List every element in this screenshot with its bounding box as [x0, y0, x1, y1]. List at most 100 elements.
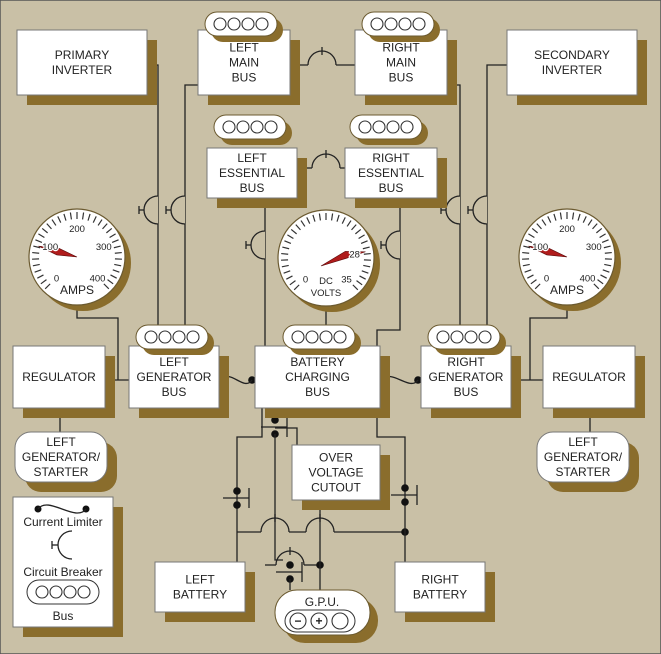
gauge-tick-label: 0: [303, 275, 308, 286]
box-label: LEFT: [568, 435, 598, 449]
gauge-tick: [351, 224, 357, 231]
gauge-tick: [595, 227, 603, 234]
legend-current-limiter-label: Current Limiter: [23, 515, 102, 529]
gauge-tick: [536, 223, 542, 230]
gauge-tick: [35, 239, 43, 244]
box-label: RIGHT: [421, 573, 459, 587]
wire: [275, 427, 298, 445]
gauge-tick: [295, 224, 301, 231]
gauge-tick: [281, 264, 289, 268]
gauge-tick: [63, 213, 67, 221]
gauge-tick: [282, 246, 290, 250]
circuit-breaker-icon: [250, 230, 266, 260]
gauge-tick-label: 200: [69, 224, 85, 235]
gauge-tick: [69, 212, 73, 220]
box-label: STARTER: [556, 465, 611, 479]
gpu-negative-terminal-icon: [289, 612, 307, 630]
gauge-tick: [287, 234, 294, 239]
gauge-tick-label: 200: [559, 224, 575, 235]
gauge-tick-label: 400: [580, 274, 596, 285]
legend-bus-label: Bus: [53, 609, 74, 623]
gauge-tick-label: 300: [586, 242, 602, 253]
gpu-positive-terminal-icon: [310, 612, 328, 630]
gauge-tick: [527, 274, 534, 279]
box-label: PRIMARY: [55, 48, 109, 62]
gauge-tick: [109, 233, 116, 238]
gauge-tick: [604, 263, 612, 267]
gauge-tick: [51, 219, 57, 226]
gauge-tick: [603, 245, 611, 249]
box-label: RIGHT: [372, 151, 410, 165]
wiring: [59, 47, 591, 590]
gauge-tick: [587, 219, 593, 226]
gauge-tick: [356, 280, 363, 286]
gauge-tick: [571, 212, 575, 220]
box-label: CHARGING: [285, 370, 350, 384]
gauge-unit: DC: [319, 276, 333, 287]
circuit-breaker-icon: [143, 195, 159, 225]
gauge-tick: [57, 216, 62, 223]
box-label: SECONDARY: [534, 48, 610, 62]
gauge-tick-label: 0: [544, 274, 549, 285]
box-label: REGULATOR: [22, 370, 96, 384]
gauge-tick: [522, 251, 530, 254]
gauge-tick: [547, 216, 552, 223]
box-label: GENERATOR/: [22, 450, 101, 464]
gauge-tick: [330, 213, 334, 221]
right-regulator-box: REGULATOR: [542, 345, 645, 418]
gauge-tick: [534, 283, 541, 290]
gauge-tick: [38, 233, 45, 238]
gauge-tick-label: 400: [90, 274, 106, 285]
gauge-needle: [320, 251, 366, 267]
gauge-tick-label: 300: [96, 242, 112, 253]
gauge-tick: [103, 283, 110, 290]
gpu-connector: G.P.U.−+: [274, 589, 378, 643]
box-label: BUS: [389, 71, 414, 85]
wire: [486, 64, 507, 346]
gauge-tick: [32, 251, 40, 254]
gauge-tick-label: 35: [341, 275, 352, 286]
gauge-tick: [522, 263, 530, 267]
gauge-tick: [110, 274, 117, 279]
box-label: MAIN: [229, 56, 259, 70]
box-label: BUS: [162, 385, 187, 399]
left-regulator-box: REGULATOR: [12, 345, 115, 418]
wire: [236, 408, 263, 562]
gauge-tick: [601, 239, 609, 244]
junction-dot: [401, 498, 409, 506]
gauge-tick: [597, 279, 604, 285]
gauge-tick: [593, 283, 600, 290]
gpu-negative-terminal-label: −: [294, 614, 301, 628]
gauge-unit: AMPS: [60, 283, 94, 297]
box-label: OVER: [319, 451, 353, 465]
box-label: BATTERY: [290, 355, 344, 369]
gauge-tick: [37, 274, 44, 279]
gauge-tick: [286, 275, 293, 280]
gauge-tick-label: 0: [54, 274, 59, 285]
gauge-tick: [553, 213, 557, 221]
gauge-tick: [114, 251, 122, 254]
circuit-breaker-icon: [445, 195, 461, 225]
gauge-tick: [283, 270, 291, 274]
junction-dot: [286, 561, 294, 569]
legend-circuit-breaker-label: Circuit Breaker: [23, 565, 102, 579]
left-essential-bus-connector-icon: [213, 114, 292, 145]
box-label: LEFT: [46, 435, 76, 449]
gauge-tick: [363, 264, 371, 268]
gauge-tick-label: 100: [42, 242, 58, 253]
junction-dot: [401, 484, 409, 492]
gauge-tick: [312, 214, 316, 222]
gauge-tick: [113, 245, 121, 249]
box-label: GENERATOR: [429, 370, 504, 384]
gauge-tick: [577, 213, 581, 221]
gauge-needle: [528, 245, 568, 258]
gauge-tick: [523, 245, 531, 249]
gauge-tick: [87, 213, 91, 221]
